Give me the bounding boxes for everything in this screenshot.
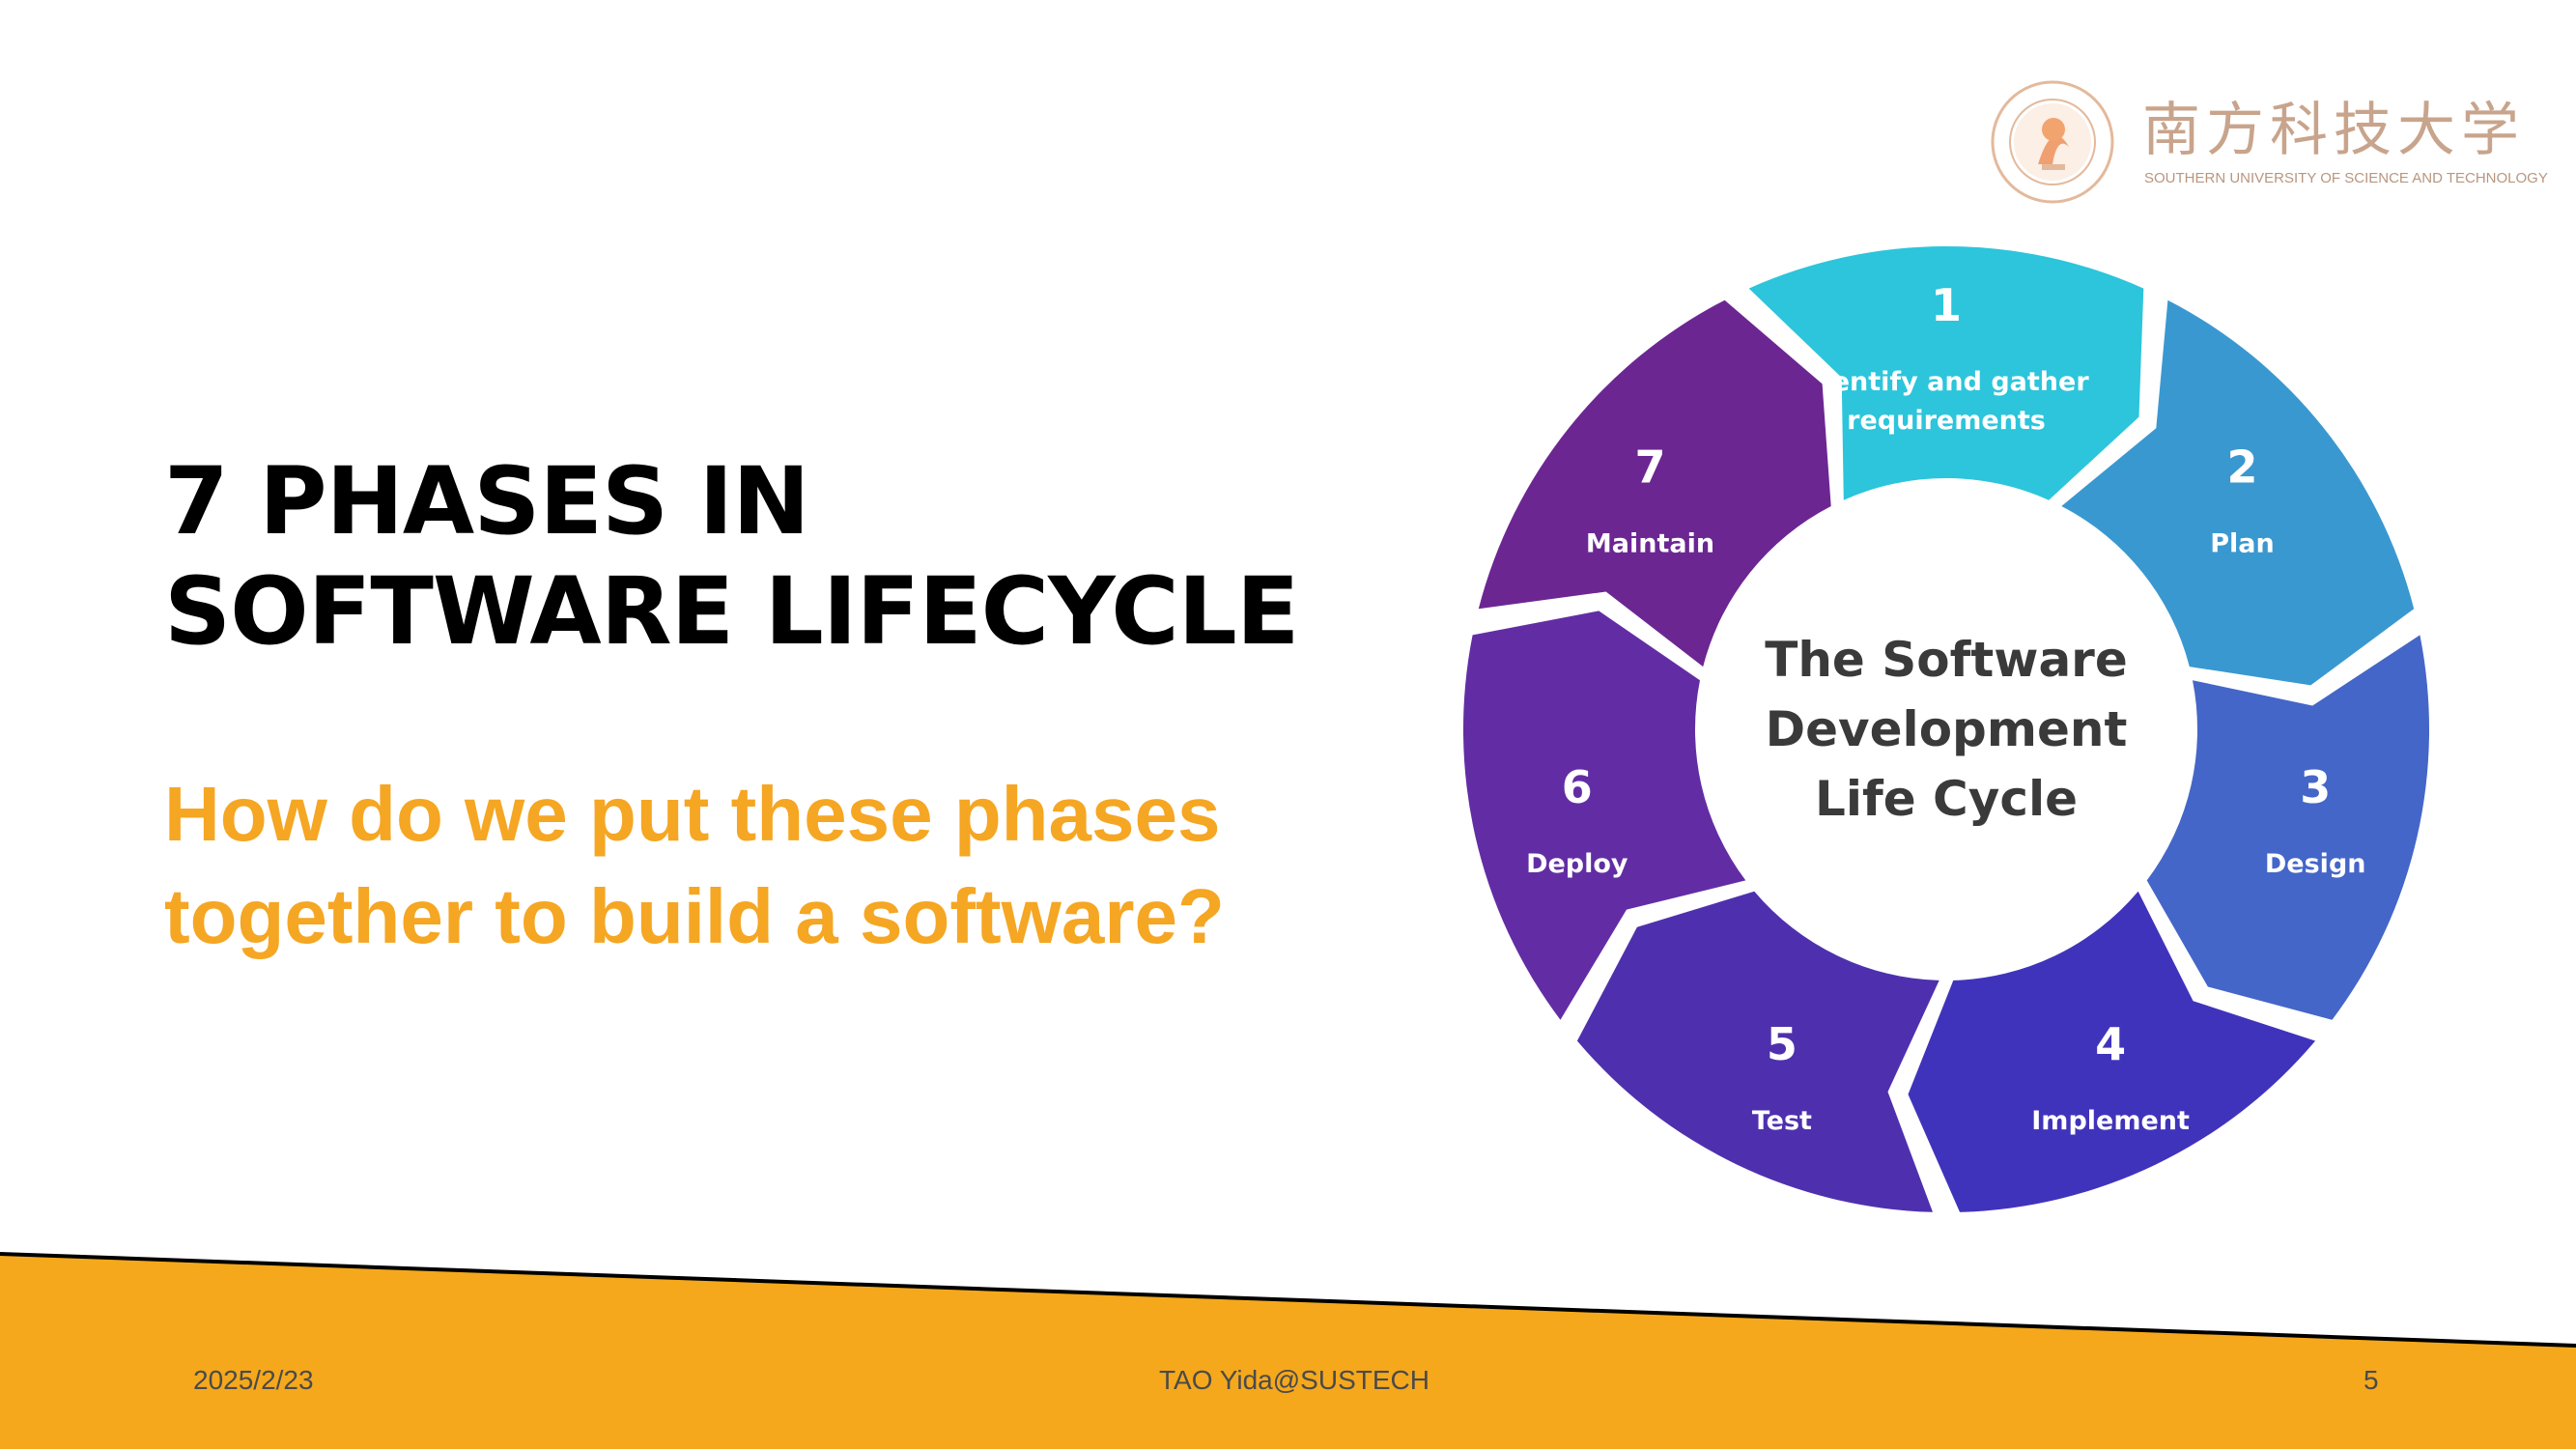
phase-segment-shape-7 [1478,299,1831,668]
phase-number-1: 1 [1931,279,1962,331]
center-line-1: The Software [1765,632,2128,688]
slide-subtitle: How do we put these phases together to b… [164,763,1225,968]
phase-label-1-line-1: Identify and gather [1803,367,2089,397]
university-name-en: SOUTHERN UNIVERSITY OF SCIENCE AND TECHN… [2144,170,2548,186]
phase-number-2: 2 [2226,441,2257,494]
phase-number-7: 7 [1634,441,1665,494]
phase-label-2: Plan [2210,529,2275,559]
subtitle-line-2: together to build a software? [164,873,1225,959]
phase-segment-shape-4 [1908,891,2316,1212]
center-line-3: Life Cycle [1815,771,2078,827]
phase-label-4: Implement [2031,1106,2190,1136]
phase-segment-shape-6 [1462,611,1746,1020]
title-line-2: Software Lifecycle [164,557,1299,666]
university-logo: 南方科技大学 SOUTHERN UNIVERSITY OF SCIENCE AN… [1990,77,2548,213]
phase-label-6: Deploy [1526,849,1628,879]
university-name-cn: 南方科技大学 [2142,97,2525,164]
phase-segment-shape-3 [2146,635,2430,1020]
phase-segment-shape-5 [1576,891,1939,1212]
phase-label-7: Maintain [1586,529,1714,559]
title-line-1: 7 Phases in [164,447,810,555]
cycle-center: The Software Development Life Cycle [1765,632,2128,827]
phase-label-1-line-2: requirements [1847,406,2046,436]
phase-segment-shape-2 [2061,299,2415,686]
phase-number-4: 4 [2095,1018,2126,1070]
phase-number-5: 5 [1767,1018,1798,1070]
phase-number-6: 6 [1562,761,1593,813]
phase-number-3: 3 [2300,761,2331,813]
phase-segment-shape-1 [1748,245,2144,500]
subtitle-line-1: How do we put these phases [164,771,1221,857]
university-seal-icon [1991,80,2114,204]
phase-label-5: Test [1752,1106,1812,1136]
slide-title: 7 Phases in Software Lifecycle [164,446,1299,667]
center-line-2: Development [1766,701,2128,757]
phase-label-3: Design [2265,849,2366,879]
